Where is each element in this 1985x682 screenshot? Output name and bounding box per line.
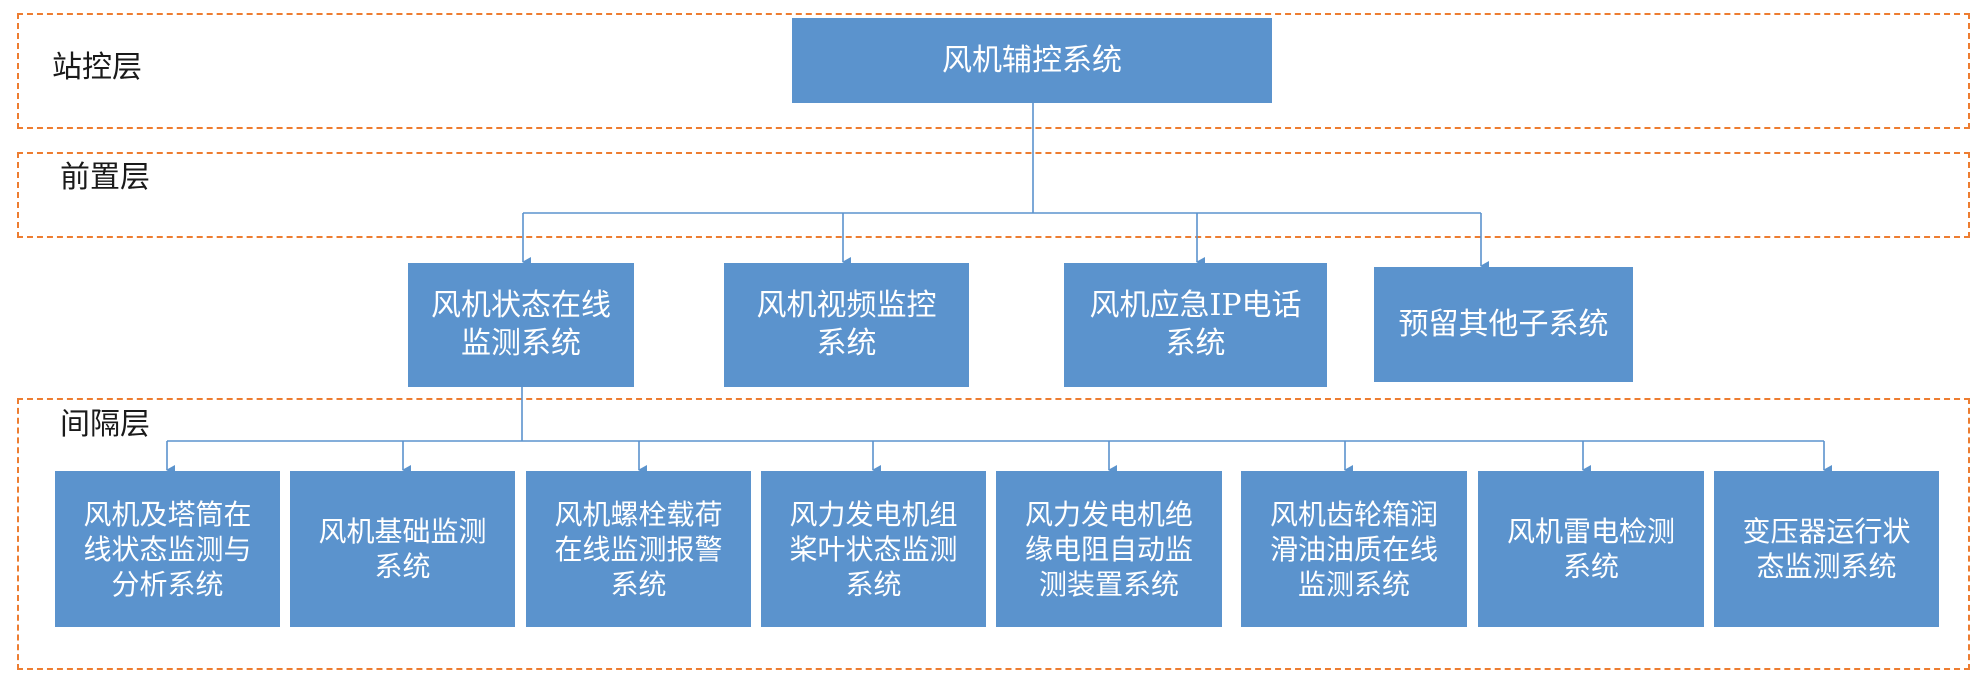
front-layer-box (17, 152, 1970, 238)
bay-node-line: 风机雷电检测 (1506, 515, 1675, 548)
bay-node-line: 线状态监测与 (83, 532, 252, 566)
bay-layer-box (17, 398, 1970, 670)
subsystem-node-video-monitor[interactable]: 风机视频监控 系统 (724, 263, 969, 387)
bay-node-line: 滑油油质在线 (1269, 532, 1438, 566)
bay-node-line: 系统 (845, 567, 902, 601)
bay-node-line: 变压器运行状 (1742, 515, 1911, 548)
bay-node-line: 测装置系统 (1038, 567, 1179, 601)
front-layer-label: 前置层 (60, 160, 150, 195)
subsystem-node-line: 风机状态在线 (431, 288, 611, 323)
bay-node-line: 系统 (610, 567, 667, 601)
bay-node-line: 风机齿轮箱润 (1269, 497, 1438, 531)
bay-node-line: 风机基础监测 (318, 515, 487, 548)
subsystem-node-line: 系统 (1165, 326, 1226, 361)
bay-node-line: 风机螺栓载荷 (554, 497, 723, 531)
bay-node-foundation-monitor[interactable]: 风机基础监测 系统 (290, 471, 515, 627)
station-layer-label: 站控层 (52, 50, 142, 85)
bay-node-line: 缘电阻自动监 (1024, 532, 1193, 566)
subsystem-node-reserved[interactable]: 预留其他子系统 (1374, 267, 1633, 382)
bay-node-blade-status[interactable]: 风力发电机组 桨叶状态监测 系统 (761, 471, 986, 627)
bay-node-line: 桨叶状态监测 (789, 532, 958, 566)
bay-node-transformer-status[interactable]: 变压器运行状 态监测系统 (1714, 471, 1939, 627)
bay-node-tower-status[interactable]: 风机及塔筒在 线状态监测与 分析系统 (55, 471, 280, 627)
bay-node-insulation-resistance[interactable]: 风力发电机绝 缘电阻自动监 测装置系统 (996, 471, 1222, 627)
station-layer-box (17, 13, 1970, 129)
subsystem-node-online-status[interactable]: 风机状态在线 监测系统 (408, 263, 634, 387)
subsystem-node-line: 预留其他子系统 (1398, 306, 1609, 342)
root-node-line-1: 风机辅控系统 (942, 42, 1122, 78)
bay-node-gearbox-oil[interactable]: 风机齿轮箱润 滑油油质在线 监测系统 (1241, 471, 1467, 627)
bay-node-line: 态监测系统 (1756, 550, 1897, 583)
subsystem-node-line: 系统 (816, 326, 877, 361)
bay-node-line: 分析系统 (111, 567, 224, 601)
subsystem-node-line: 监测系统 (461, 326, 581, 361)
bay-node-line: 监测系统 (1297, 567, 1410, 601)
root-node-fan-aux-control[interactable]: 风机辅控系统 (792, 18, 1272, 103)
subsystem-node-line: 风机应急IP电话 (1089, 288, 1302, 323)
bay-layer-label: 间隔层 (60, 407, 150, 442)
bay-node-line: 风机及塔筒在 (83, 497, 252, 531)
bay-node-line: 系统 (374, 550, 431, 583)
bay-node-line: 风力发电机绝 (1024, 497, 1193, 531)
bay-node-line: 风力发电机组 (789, 497, 958, 531)
bay-node-line: 系统 (1562, 550, 1619, 583)
bay-node-lightning-detect[interactable]: 风机雷电检测 系统 (1478, 471, 1704, 627)
subsystem-node-emergency-ip-phone[interactable]: 风机应急IP电话 系统 (1064, 263, 1327, 387)
bay-node-bolt-load[interactable]: 风机螺栓载荷 在线监测报警 系统 (526, 471, 751, 627)
subsystem-node-line: 风机视频监控 (756, 288, 937, 323)
bay-node-line: 在线监测报警 (554, 532, 723, 566)
